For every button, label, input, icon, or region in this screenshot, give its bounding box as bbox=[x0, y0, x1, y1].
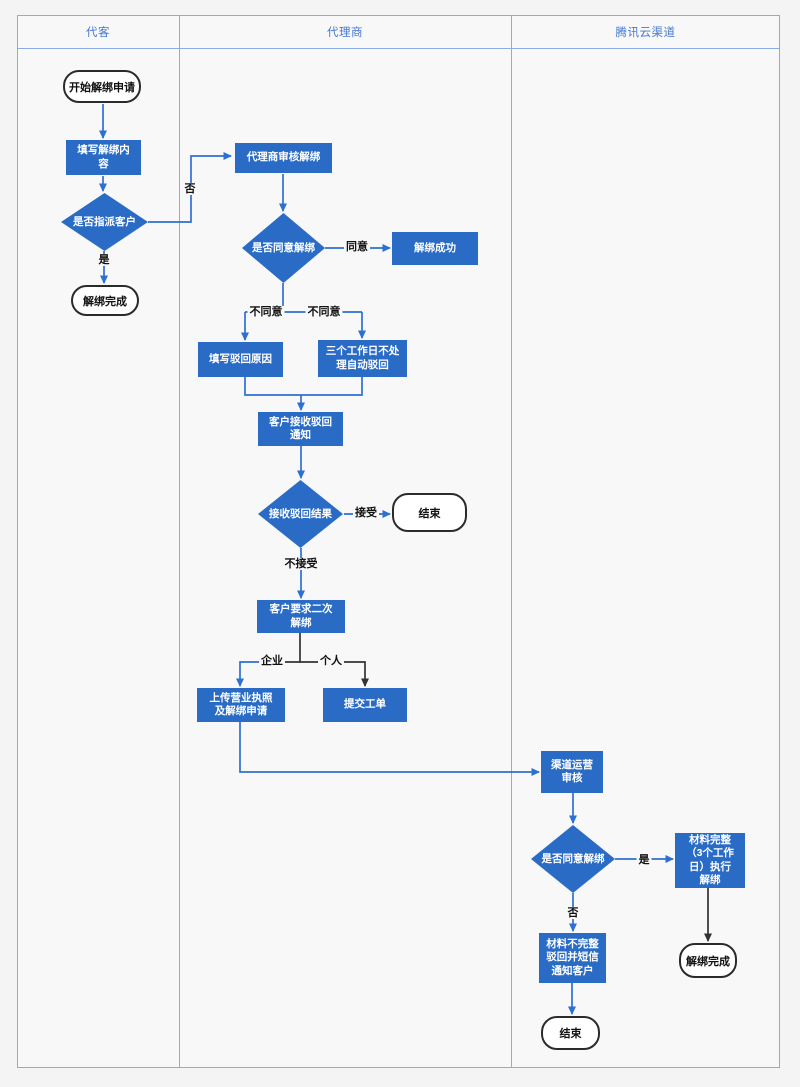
node-label: 代理商审核解绑 bbox=[246, 151, 321, 164]
process-auto-reject-3-days[interactable]: 三个工作日不处 理自动驳回 bbox=[318, 340, 407, 377]
node-label: 三个工作日不处 理自动驳回 bbox=[325, 345, 400, 371]
process-fill-unbind-content[interactable]: 填写解绑内 容 bbox=[66, 140, 141, 175]
connector-label: 是 bbox=[636, 853, 652, 867]
node-label: 结束 bbox=[559, 1028, 582, 1040]
connector-16 bbox=[236, 661, 268, 687]
node-label: 渠道运营 审核 bbox=[551, 758, 593, 784]
node-label: 解绑完成 bbox=[686, 955, 730, 968]
process-submit-ticket[interactable]: 提交工单 bbox=[323, 688, 407, 722]
connector-label: 不同意 bbox=[305, 305, 343, 319]
connector-label: 同意 bbox=[344, 240, 370, 254]
connector-label: 不同意 bbox=[247, 305, 285, 319]
process-upload-business-license[interactable]: 上传营业执照 及解绑申请 bbox=[197, 688, 285, 722]
process-unbind-success[interactable]: 解绑成功 bbox=[392, 232, 478, 265]
process-second-unbind-request[interactable]: 客户要求二次 解绑 bbox=[257, 600, 345, 633]
node-label: 开始解绑申请 bbox=[69, 81, 135, 94]
connector-label: 接受 bbox=[353, 506, 379, 520]
node-label: 结束 bbox=[418, 507, 441, 520]
node-label: 解绑成功 bbox=[414, 241, 456, 254]
node-label: 提交工单 bbox=[344, 698, 386, 711]
node-label: 是否同意解绑 bbox=[541, 852, 605, 865]
connector-label: 不接受 bbox=[282, 557, 320, 571]
lane-title-text: 腾讯云渠道 bbox=[615, 26, 676, 39]
process-agent-review[interactable]: 代理商审核解绑 bbox=[235, 143, 332, 173]
lane-title-text: 代理商 bbox=[327, 26, 363, 39]
process-fill-reject-reason[interactable]: 填写驳回原因 bbox=[198, 342, 283, 377]
swimlane-frame bbox=[17, 15, 780, 1068]
terminal-end-channel-lane[interactable]: 结束 bbox=[541, 1016, 600, 1050]
connector-label: 否 bbox=[565, 906, 581, 920]
node-label: 是否指派客户 bbox=[73, 215, 136, 228]
terminal-end-agent-lane[interactable]: 结束 bbox=[392, 493, 467, 532]
node-label: 上传营业执照 及解绑申请 bbox=[209, 691, 273, 717]
lane-title-text: 代客 bbox=[86, 26, 110, 39]
node-label: 材料不完整 驳回并短信 通知客户 bbox=[546, 937, 599, 977]
node-label: 材料完整 （3个工作 日）执行 解绑 bbox=[686, 833, 734, 886]
node-label: 客户接收驳回 通知 bbox=[269, 415, 332, 441]
lane-divider bbox=[511, 15, 512, 1068]
header-separator bbox=[17, 48, 780, 49]
process-channel-operation-review[interactable]: 渠道运营 审核 bbox=[541, 751, 603, 793]
lane-title-2: 腾讯云渠道 bbox=[511, 15, 780, 48]
connector-10 bbox=[244, 377, 363, 396]
connector-label: 否 bbox=[182, 182, 198, 196]
process-materials-complete-execute[interactable]: 材料完整 （3个工作 日）执行 解绑 bbox=[675, 833, 745, 888]
node-label: 填写驳回原因 bbox=[209, 352, 272, 365]
connector-label: 企业 bbox=[259, 654, 285, 668]
terminal-start[interactable]: 开始解绑申请 bbox=[63, 70, 141, 103]
node-label: 客户要求二次 解绑 bbox=[269, 603, 333, 629]
lane-divider bbox=[179, 15, 180, 1068]
terminal-unbind-done-channel-side[interactable]: 解绑完成 bbox=[679, 943, 737, 978]
connector-label: 个人 bbox=[318, 654, 344, 668]
connector-label: 是 bbox=[96, 253, 112, 267]
connector-18 bbox=[239, 722, 540, 776]
node-label: 填写解绑内 容 bbox=[77, 144, 130, 170]
process-materials-incomplete-reject[interactable]: 材料不完整 驳回并短信 通知客户 bbox=[539, 933, 606, 983]
terminal-unbind-done-agent-side[interactable]: 解绑完成 bbox=[71, 285, 139, 316]
node-label: 是否同意解绑 bbox=[252, 241, 315, 254]
node-label: 接收驳回结果 bbox=[269, 507, 332, 520]
lane-title-1: 代理商 bbox=[179, 15, 511, 48]
lane-title-0: 代客 bbox=[17, 15, 179, 48]
node-label: 解绑完成 bbox=[83, 295, 127, 308]
process-customer-receive-reject-notice[interactable]: 客户接收驳回 通知 bbox=[258, 412, 343, 446]
